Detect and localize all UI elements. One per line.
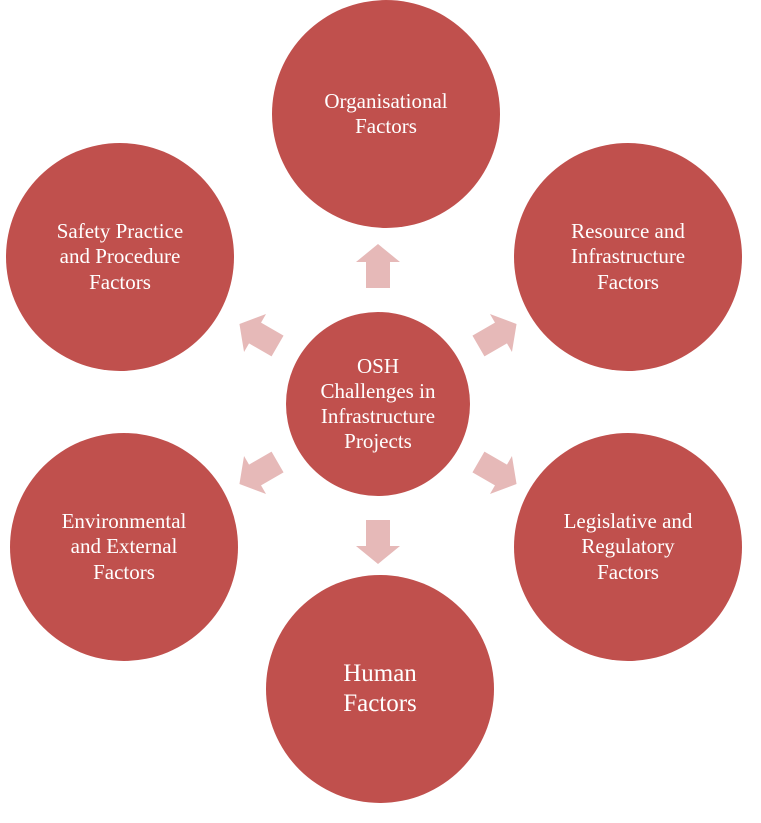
node-human-factors: Human Factors	[266, 575, 494, 803]
node-label-organisational: Organisational Factors	[324, 88, 448, 138]
node-environmental-external-factors: Environmental and External Factors	[10, 433, 238, 661]
node-safety-practice-procedure-factors: Safety Practice and Procedure Factors	[6, 143, 234, 371]
center-label: OSH Challenges in Infrastructure Project…	[320, 353, 436, 454]
node-label-human: Human Factors	[343, 660, 417, 717]
arrow-to-resource	[472, 313, 517, 357]
node-label-legislative: Legislative and Regulatory Factors	[563, 509, 693, 584]
arrow-to-environmental	[239, 451, 284, 495]
arrow-to-human	[356, 520, 400, 564]
node-legislative-regulatory-factors: Legislative and Regulatory Factors	[514, 433, 742, 661]
node-label-safety: Safety Practice and Procedure Factors	[56, 219, 184, 294]
arrow-to-organisational	[356, 244, 400, 288]
node-label-environmental: Environmental and External Factors	[61, 509, 187, 584]
node-label-resource: Resource and Infrastructure Factors	[570, 219, 686, 294]
arrow-to-safety	[239, 313, 284, 357]
arrow-to-legislative	[472, 451, 517, 495]
node-organisational-factors: Organisational Factors	[272, 0, 500, 228]
node-resource-infrastructure-factors: Resource and Infrastructure Factors	[514, 143, 742, 371]
node-center-osh-challenges: OSH Challenges in Infrastructure Project…	[286, 312, 470, 496]
